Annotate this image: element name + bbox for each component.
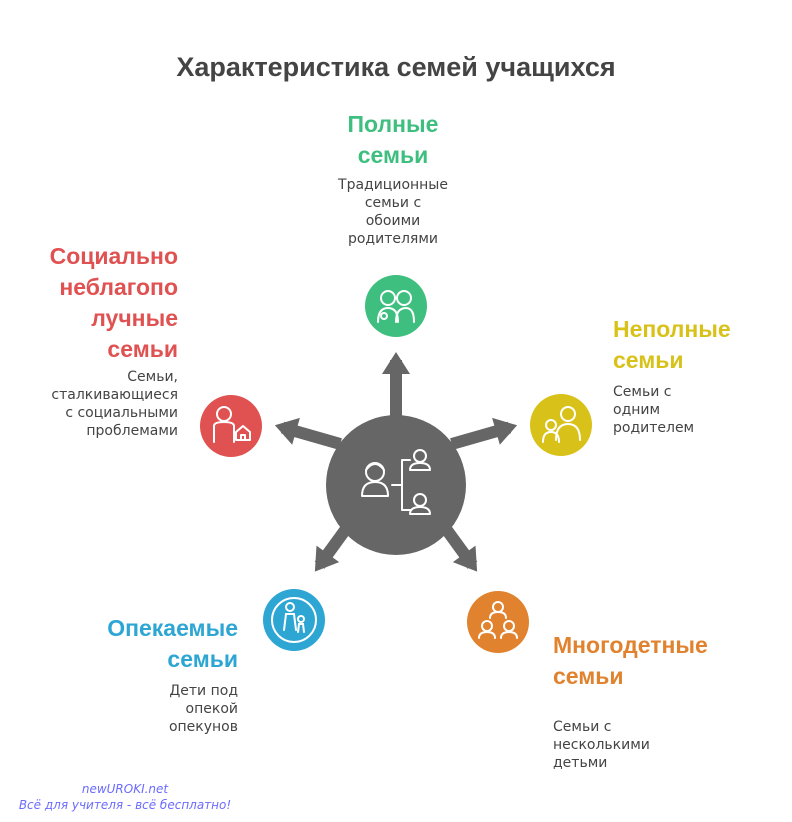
single-parent-icon — [542, 406, 581, 443]
guardian-child-icon — [283, 602, 305, 633]
node-large-families — [467, 591, 529, 653]
node-social-families — [200, 395, 262, 457]
incomplete-families-desc: Семьи с одним родителем — [613, 384, 695, 436]
guardianship-families-title: Опекаемые семьи — [107, 615, 238, 672]
full-families-title: Полные семьи — [347, 111, 439, 168]
family-tree-icon — [361, 449, 431, 515]
arrow-left — [274, 417, 342, 450]
guardianship-families-desc: Дети под опекой опекунов — [168, 683, 238, 735]
arrow-right — [450, 417, 518, 450]
incomplete-families-title: Неполные семьи — [613, 316, 731, 373]
center-node — [326, 415, 466, 555]
couple-icon — [377, 290, 415, 323]
watermark-site: newUROKI.net — [81, 782, 169, 796]
arrow-up — [382, 352, 410, 420]
large-families-title: Многодетные семьи — [553, 632, 708, 689]
watermark: newUROKI.net Всё для учителя - всё беспл… — [10, 781, 240, 813]
large-families-desc: Семьи с несколькими детьми — [553, 719, 650, 771]
many-children-icon — [478, 601, 518, 639]
page-title: Характеристика семей учащихся — [176, 52, 616, 82]
node-full-families — [365, 275, 427, 337]
person-house-icon — [213, 406, 251, 443]
node-incomplete-families — [530, 394, 592, 456]
social-families-desc: Семьи, сталкивающиеся с социальными проб… — [51, 369, 178, 439]
watermark-slogan: Всё для учителя - всё бесплатно! — [18, 798, 232, 812]
node-guardianship-families — [263, 589, 325, 651]
social-families-title: Социально неблагопо лучные семьи — [49, 243, 178, 362]
full-families-desc: Традиционные семьи с обоими родителями — [338, 177, 448, 247]
